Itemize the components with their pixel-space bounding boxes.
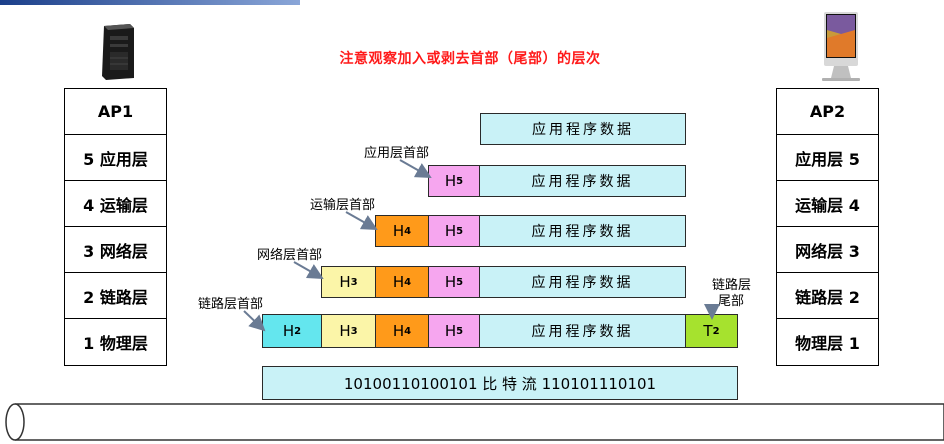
link-trailer-label-line1: 链路层 (712, 278, 752, 293)
left-stack-transport: 4 运输层 (65, 181, 166, 227)
app-header-label: 应用层首部 (364, 146, 430, 161)
row2-app-data: 应用程序数据 (479, 314, 686, 348)
server-tower-icon (102, 24, 134, 80)
right-stack-ap: AP2 (777, 89, 878, 135)
imac-computer-icon (822, 12, 860, 81)
link-header-arrow (243, 310, 266, 332)
diagram-title: 注意观察加入或剥去首部（尾部）的层次 (339, 51, 601, 67)
transport-header-arrow (345, 211, 378, 230)
left-protocol-stack: AP1 5 应用层 4 运输层 3 网络层 2 链路层 1 物理层 (64, 88, 167, 366)
row3-app-data: 应用程序数据 (479, 266, 686, 298)
right-stack-network: 网络层 3 (777, 227, 878, 273)
right-protocol-stack: AP2 应用层 5 运输层 4 网络层 3 链路层 2 物理层 1 (776, 88, 879, 366)
left-stack-ap: AP1 (65, 89, 166, 135)
row4-app-data: 应用程序数据 (479, 215, 686, 247)
row5-app-data: 应用程序数据 (479, 165, 686, 197)
right-stack-application: 应用层 5 (777, 135, 878, 181)
right-stack-physical: 物理层 1 (795, 334, 860, 353)
bitstream-bar: 10100110100101 比 特 流 110101110101 (262, 366, 738, 400)
transport-header-label: 运输层首部 (310, 198, 376, 213)
app-header-arrow (399, 159, 432, 178)
left-stack-application: 5 应用层 (65, 135, 166, 181)
ap-app-data: 应用程序数据 (480, 113, 686, 145)
right-stack-link: 链路层 2 (777, 273, 878, 319)
right-stack-transport: 运输层 4 (777, 181, 878, 227)
left-stack-link: 2 链路层 (65, 273, 166, 319)
network-header-label: 网络层首部 (257, 248, 323, 263)
left-stack-network: 3 网络层 (65, 227, 166, 273)
top-accent-bar (0, 0, 300, 5)
network-header-arrow (293, 261, 324, 279)
physical-medium-pipe (5, 403, 944, 441)
left-stack-physical: 1 物理层 (83, 334, 148, 353)
link-trailer-label-line2: 尾部 (718, 294, 745, 309)
link-header-label: 链路层首部 (198, 297, 264, 312)
